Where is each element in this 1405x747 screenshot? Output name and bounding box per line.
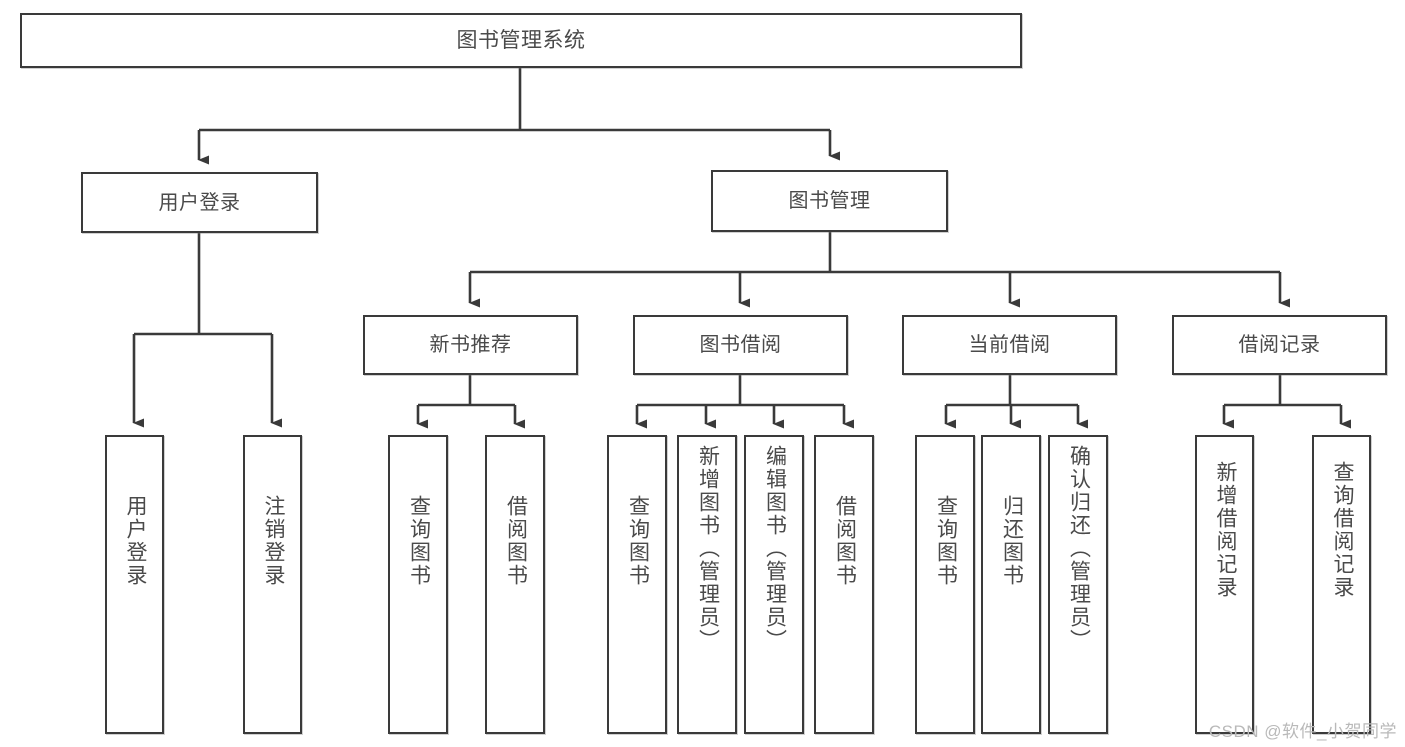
node-leaf-query-book-newbook[interactable]: 查询图书 (388, 435, 448, 734)
node-leaf-edit-book-admin-label: 编辑图书（管理员） (763, 445, 787, 652)
node-leaf-query-book-newbook-label: 查询图书 (407, 495, 431, 587)
node-book-borrow-label: 图书借阅 (699, 334, 782, 356)
node-leaf-logout[interactable]: 注销登录 (243, 435, 302, 734)
node-root-system[interactable]: 图书管理系统 (20, 13, 1022, 68)
node-leaf-add-book-admin-label: 新增图书（管理员） (696, 445, 720, 652)
node-leaf-add-borrow-record[interactable]: 新增借阅记录 (1195, 435, 1254, 734)
node-new-book-recommend[interactable]: 新书推荐 (363, 315, 578, 375)
node-borrow-record-label: 借阅记录 (1238, 334, 1321, 356)
node-current-borrow-label: 当前借阅 (968, 334, 1051, 356)
node-leaf-query-book-current-label: 查询图书 (934, 495, 958, 587)
node-leaf-confirm-return-admin[interactable]: 确认归还（管理员） (1048, 435, 1108, 734)
node-leaf-user-login[interactable]: 用户登录 (105, 435, 164, 734)
node-leaf-add-book-admin[interactable]: 新增图书（管理员） (677, 435, 737, 734)
node-user-login-module[interactable]: 用户登录 (81, 172, 318, 233)
node-new-book-recommend-label: 新书推荐 (429, 334, 512, 356)
node-leaf-query-book-borrow-label: 查询图书 (626, 495, 650, 587)
node-book-management-module-label: 图书管理 (788, 190, 871, 212)
node-leaf-query-borrow-record[interactable]: 查询借阅记录 (1312, 435, 1371, 734)
node-borrow-record[interactable]: 借阅记录 (1172, 315, 1387, 375)
node-leaf-query-book-borrow[interactable]: 查询图书 (607, 435, 667, 734)
node-user-login-module-label: 用户登录 (158, 191, 241, 214)
node-leaf-return-book[interactable]: 归还图书 (981, 435, 1041, 734)
node-leaf-user-login-label: 用户登录 (123, 495, 147, 587)
node-current-borrow[interactable]: 当前借阅 (902, 315, 1117, 375)
node-leaf-query-book-current[interactable]: 查询图书 (915, 435, 975, 734)
node-leaf-borrow-book-newbook-label: 借阅图书 (504, 495, 528, 587)
node-leaf-logout-label: 注销登录 (261, 495, 285, 587)
node-book-management-module[interactable]: 图书管理 (711, 170, 948, 232)
node-leaf-add-borrow-record-label: 新增借阅记录 (1213, 461, 1237, 599)
node-leaf-borrow-book-newbook[interactable]: 借阅图书 (485, 435, 545, 734)
node-leaf-borrow-book-label: 借阅图书 (833, 495, 857, 587)
node-leaf-borrow-book[interactable]: 借阅图书 (814, 435, 874, 734)
node-book-borrow[interactable]: 图书借阅 (633, 315, 848, 375)
csdn-watermark: CSDN @软件_小贺同学 (1208, 722, 1397, 741)
node-leaf-confirm-return-admin-label: 确认归还（管理员） (1067, 445, 1091, 652)
node-leaf-return-book-label: 归还图书 (1000, 495, 1024, 587)
node-root-system-label: 图书管理系统 (456, 28, 586, 52)
node-leaf-edit-book-admin[interactable]: 编辑图书（管理员） (744, 435, 804, 734)
node-leaf-query-borrow-record-label: 查询借阅记录 (1330, 461, 1354, 599)
